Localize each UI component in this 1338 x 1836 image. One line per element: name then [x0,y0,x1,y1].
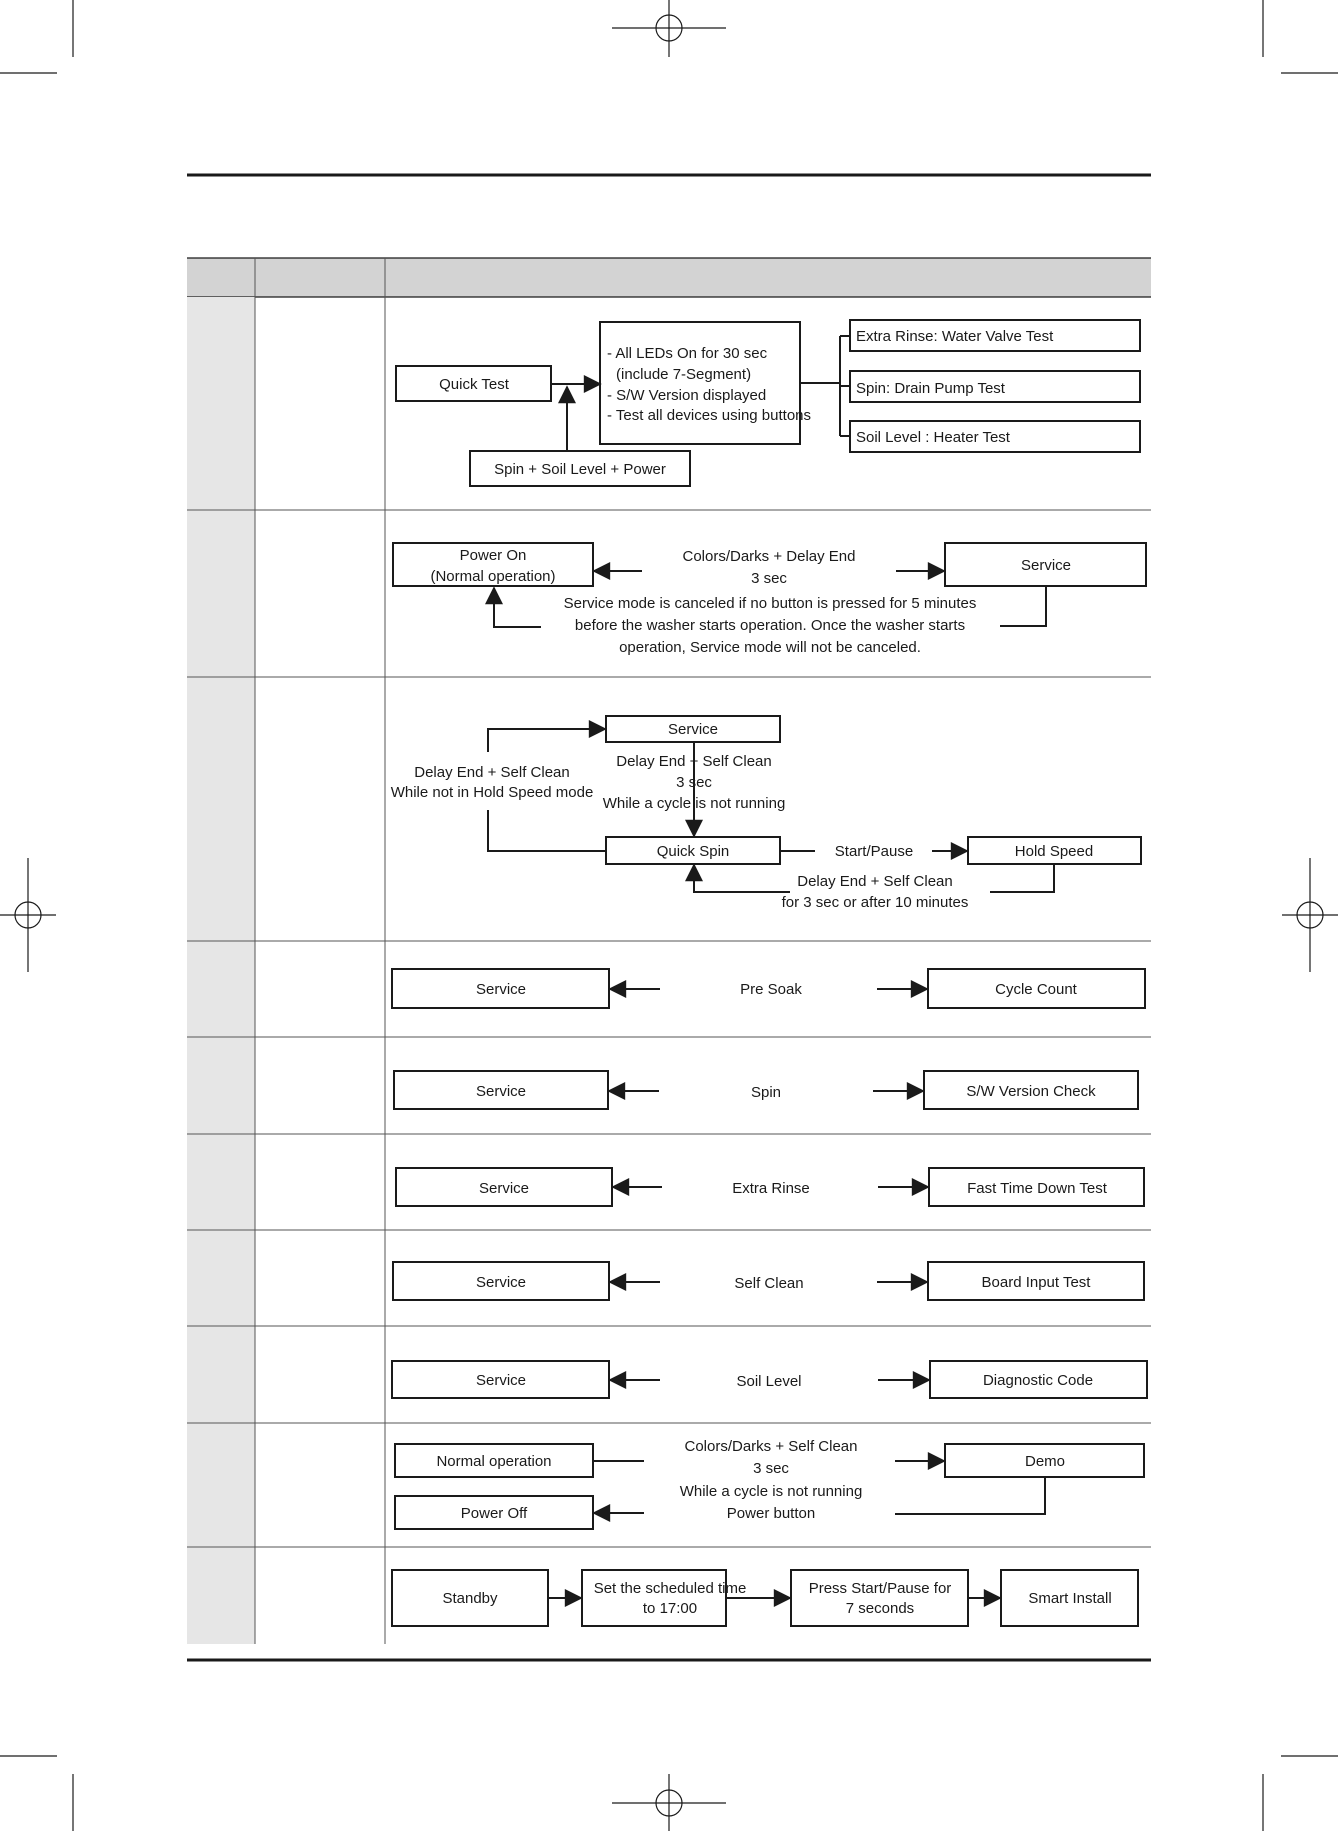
demo-connectors [592,1452,1046,1522]
service-label-row5: Service [476,1083,526,1100]
fast-time-label: Fast Time Down Test [967,1180,1108,1197]
service-table [187,257,1151,1662]
sw-version-label: S/W Version Check [966,1083,1096,1100]
service-label-row3: Service [668,721,718,738]
board-input-diagram: Service Self Clean Board Input Test [392,1261,1145,1301]
extra-rinse-key-label: Extra Rinse [732,1180,810,1197]
service-key-line-1: Colors/Darks + Delay End [683,548,856,565]
power-on-line-1: Power On [460,547,527,564]
service-box-row6 [395,1167,613,1207]
service-box-row3 [605,715,781,743]
press-start-line-2: 7 seconds [846,1600,914,1617]
hold-speed-label: Hold Speed [1015,843,1093,860]
smart-install-label: Smart Install [1028,1590,1111,1607]
service-box-row4 [391,968,610,1009]
quick-spin-diagram: Service Delay End + Self Clean While not… [391,715,1142,911]
cycle-count-diagram: Service Pre Soak Cycle Count [391,968,1146,1009]
demo-key-line-4: Power button [727,1505,815,1522]
press-start-line-1: Press Start/Pause for [809,1580,952,1597]
bottom-key-line-2: for 3 sec or after 10 minutes [782,894,969,911]
service-note-line-3: operation, Service mode will not be canc… [619,639,921,656]
drain-pump-test-label: Spin: Drain Pump Test [856,380,1006,397]
sw-version-diagram: Service Spin S/W Version Check [393,1070,1139,1110]
quick-test-connectors [551,335,850,451]
quick-spin-connectors [487,720,1055,893]
service-box-row7 [392,1261,610,1301]
service-note-line-1: Service mode is canceled if no button is… [564,595,977,612]
left-key-line-2: While not in Hold Speed mode [391,784,594,801]
key-combo-box [469,450,691,487]
service-box-row8 [391,1360,610,1399]
service-key-line-2: 3 sec [751,570,787,587]
schedule-box [581,1569,727,1627]
key-combo-label: Spin + Soil Level + Power [494,461,666,478]
board-input-label: Board Input Test [982,1274,1092,1291]
diagnostic-label: Diagnostic Code [983,1372,1093,1389]
standby-label: Standby [442,1590,498,1607]
registration-mark-left [0,858,56,972]
demo-key-line-2: 3 sec [753,1460,789,1477]
demo-key-line-3: While a cycle is not running [680,1483,863,1500]
service-box [944,542,1147,587]
diagnostic-box [929,1360,1148,1399]
pre-soak-key-label: Pre Soak [740,981,802,998]
led-line-1: - All LEDs On for 30 sec [607,345,768,362]
service-label-row6: Service [479,1180,529,1197]
press-start-box [790,1569,969,1627]
left-key-line-1: Delay End + Self Clean [414,764,570,781]
water-valve-test-label: Extra Rinse: Water Valve Test [856,328,1054,345]
normal-operation-label: Normal operation [436,1453,551,1470]
self-clean-key-label: Self Clean [734,1275,803,1292]
smart-install-diagram: Standby Set the scheduled time to 17:00 … [391,1569,1139,1627]
fast-time-diagram: Service Extra Rinse Fast Time Down Test [395,1167,1145,1207]
bottom-key-line-1: Delay End + Self Clean [797,873,953,890]
demo-key-line-1: Colors/Darks + Self Clean [685,1438,858,1455]
led-line-4: - Test all devices using buttons [607,407,811,424]
heater-test-label: Soil Level : Heater Test [856,429,1011,446]
demo-diagram: Normal operation Power Off Colors/Darks … [394,1438,1145,1530]
registration-mark-top [612,0,726,57]
led-line-2: (include 7-Segment) [616,366,751,383]
service-label-row7: Service [476,1274,526,1291]
service-box-row5 [393,1070,609,1110]
cycle-count-label: Cycle Count [995,981,1078,998]
power-off-box [394,1495,594,1530]
service-mode-connectors [485,562,1047,628]
soil-level-key-label: Soil Level [736,1373,801,1390]
table-header-band [187,258,1151,297]
standby-box [391,1569,549,1627]
service-mode-diagram: Power On (Normal operation) Colors/Darks… [392,542,1147,656]
registration-mark-right [1282,858,1338,972]
power-off-label: Power Off [461,1505,528,1522]
board-input-box [927,1261,1145,1301]
start-pause-label: Start/Pause [835,843,913,860]
quick-spin-label: Quick Spin [657,843,730,860]
demo-box [944,1443,1145,1478]
water-valve-test-box [849,319,1141,352]
spin-key-label: Spin [751,1084,781,1101]
quick-test-diagram: Quick Test - All LEDs On for 30 sec (inc… [395,319,1141,487]
schedule-line-1: Set the scheduled time [594,1580,747,1597]
demo-label: Demo [1025,1453,1065,1470]
diagnostic-diagram: Service Soil Level Diagnostic Code [391,1360,1148,1399]
led-line-3: - S/W Version displayed [607,387,766,404]
table-row-dividers [187,509,1151,1548]
service-label-row4: Service [476,981,526,998]
heater-test-box [849,420,1141,453]
service-label: Service [1021,557,1071,574]
service-label-row8: Service [476,1372,526,1389]
service-note-line-2: before the washer starts operation. Once… [575,617,965,634]
schedule-line-2: to 17:00 [643,1600,697,1617]
table-left-column [187,297,255,1644]
power-on-line-2: (Normal operation) [430,568,555,585]
registration-mark-bottom [612,1774,726,1831]
quick-test-label: Quick Test [439,376,510,393]
cycle-count-box [927,968,1146,1009]
led-test-box [599,321,801,445]
drain-pump-test-box [849,370,1141,403]
